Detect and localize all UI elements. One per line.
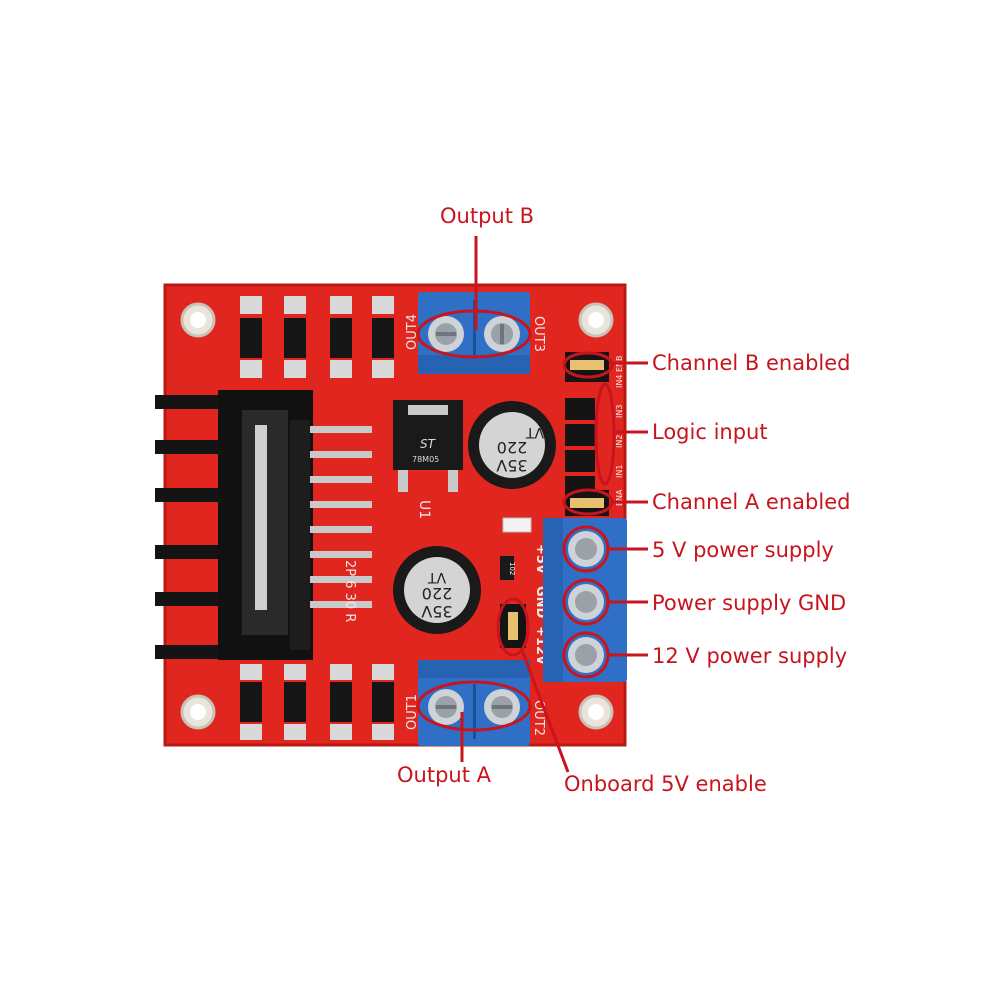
out4-silkscreen: OUT4 — [405, 314, 420, 350]
capacitor-top — [468, 401, 556, 489]
terminal-block-output-b — [418, 292, 530, 374]
power-led — [502, 517, 532, 533]
mounting-holes — [180, 302, 614, 730]
in4-silkscreen: IN4 — [615, 375, 624, 388]
heatsink — [155, 390, 313, 660]
onboard-5v-leader — [520, 649, 570, 773]
capacitor-bottom-line2: 220 — [422, 584, 453, 603]
smd-resistor — [500, 556, 514, 580]
output-b-highlight — [416, 309, 532, 359]
capacitor-bottom-line1: VT — [427, 569, 446, 585]
output-a-highlight — [416, 680, 532, 732]
out2-silkscreen: OUT2 — [531, 700, 546, 736]
out1-silkscreen: OUT1 — [405, 694, 420, 730]
onboard-5v-jumper — [500, 604, 526, 648]
onboard-5v-highlight — [496, 597, 530, 657]
out3-silkscreen: OUT3 — [531, 316, 546, 352]
label-5v-power-supply: 5 V power supply — [652, 538, 834, 562]
terminal-block-output-a — [418, 660, 530, 746]
in2-silkscreen: IN2 — [615, 435, 624, 448]
label-onboard-5v-enable: Onboard 5V enable — [564, 772, 767, 796]
voltage-regulator — [393, 400, 463, 492]
pcb-board-edge — [163, 283, 627, 747]
label-output-a: Output A — [397, 763, 491, 787]
u1-silkscreen: U1 — [416, 500, 432, 519]
capacitor-bottom-line3: 35V — [421, 602, 452, 621]
regulator-logo: ST — [420, 437, 437, 451]
capacitor-top-line3: 35V — [496, 456, 527, 475]
chip-silkscreen: 2P 6 30 R — [342, 560, 357, 622]
in1-silkscreen: IN1 — [615, 465, 624, 478]
capacitor-bottom — [393, 546, 481, 634]
driver-chip-pins — [310, 426, 372, 608]
annotation-marks — [416, 236, 648, 773]
label-logic-input: Logic input — [652, 420, 768, 444]
label-12v-power-supply: 12 V power supply — [652, 644, 848, 668]
capacitor-top-line2: 220 — [497, 438, 528, 457]
label-channel-b-enabled: Channel B enabled — [652, 351, 851, 375]
ena-silkscreen: ENA — [615, 489, 624, 506]
label-channel-a-enabled: Channel A enabled — [652, 490, 851, 514]
channel-b-highlight — [562, 351, 614, 379]
regulator-label: 78M05 — [412, 455, 439, 464]
in3-silkscreen: IN3 — [615, 405, 624, 418]
diodes-bottom — [240, 664, 394, 740]
diodes-top — [240, 296, 394, 378]
label-power-supply-gnd: Power supply GND — [652, 591, 847, 615]
resistor-marking: 102 — [508, 562, 516, 575]
terminal-block-power — [543, 518, 627, 682]
capacitor-top-line1: VT — [525, 424, 544, 440]
label-output-b: Output B — [440, 204, 535, 228]
logic-input-highlight — [594, 382, 616, 486]
